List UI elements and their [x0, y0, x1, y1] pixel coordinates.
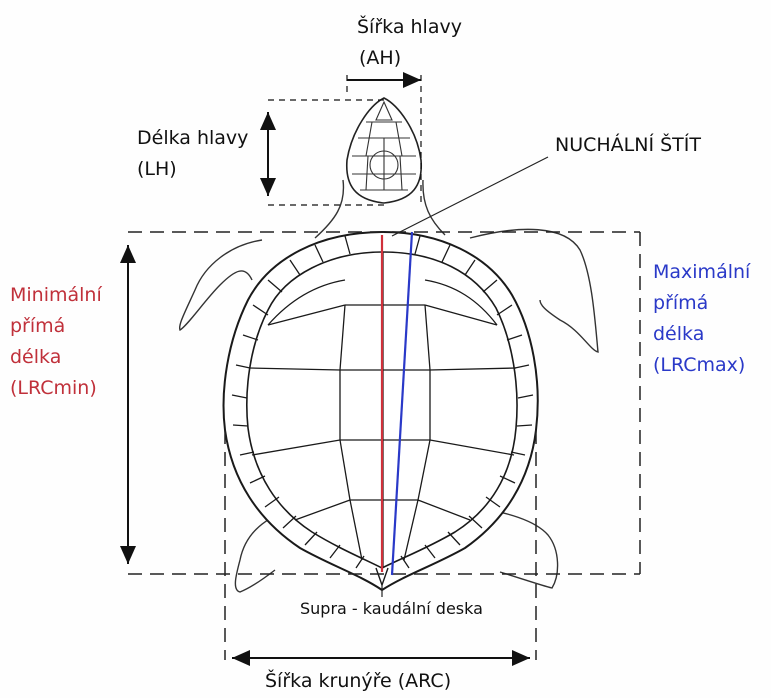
max-length-label-line1: Maximální: [653, 257, 750, 288]
nuchal-label: NUCHÁLNÍ ŠTÍT: [555, 130, 701, 161]
carapace-width-label: Šířka krunýře (ARC): [265, 666, 451, 697]
min-length-label: Minimální přímá délka (LRCmin): [10, 280, 102, 404]
min-length-label-line4: (LRCmin): [10, 373, 102, 404]
head-length-label: Délka hlavy (LH): [137, 123, 248, 185]
max-length-label: Maximální přímá délka (LRCmax): [653, 257, 750, 381]
supracaudal-label: Supra - kaudální deska: [300, 593, 483, 624]
min-length-label-line1: Minimální: [10, 280, 102, 311]
head-width-label: Šířka hlavy (AH): [357, 12, 462, 74]
head-width-label-line1: Šířka hlavy: [357, 12, 462, 43]
head-length-label-line1: Délka hlavy: [137, 123, 248, 154]
max-length-label-line2: přímá: [653, 288, 750, 319]
min-length-label-line2: přímá: [10, 311, 102, 342]
min-length-label-line3: délka: [10, 342, 102, 373]
head-width-label-line2: (AH): [357, 43, 462, 74]
max-length-label-line4: (LRCmax): [653, 350, 750, 381]
head-length-label-line2: (LH): [137, 154, 248, 185]
max-length-label-line3: délka: [653, 319, 750, 350]
